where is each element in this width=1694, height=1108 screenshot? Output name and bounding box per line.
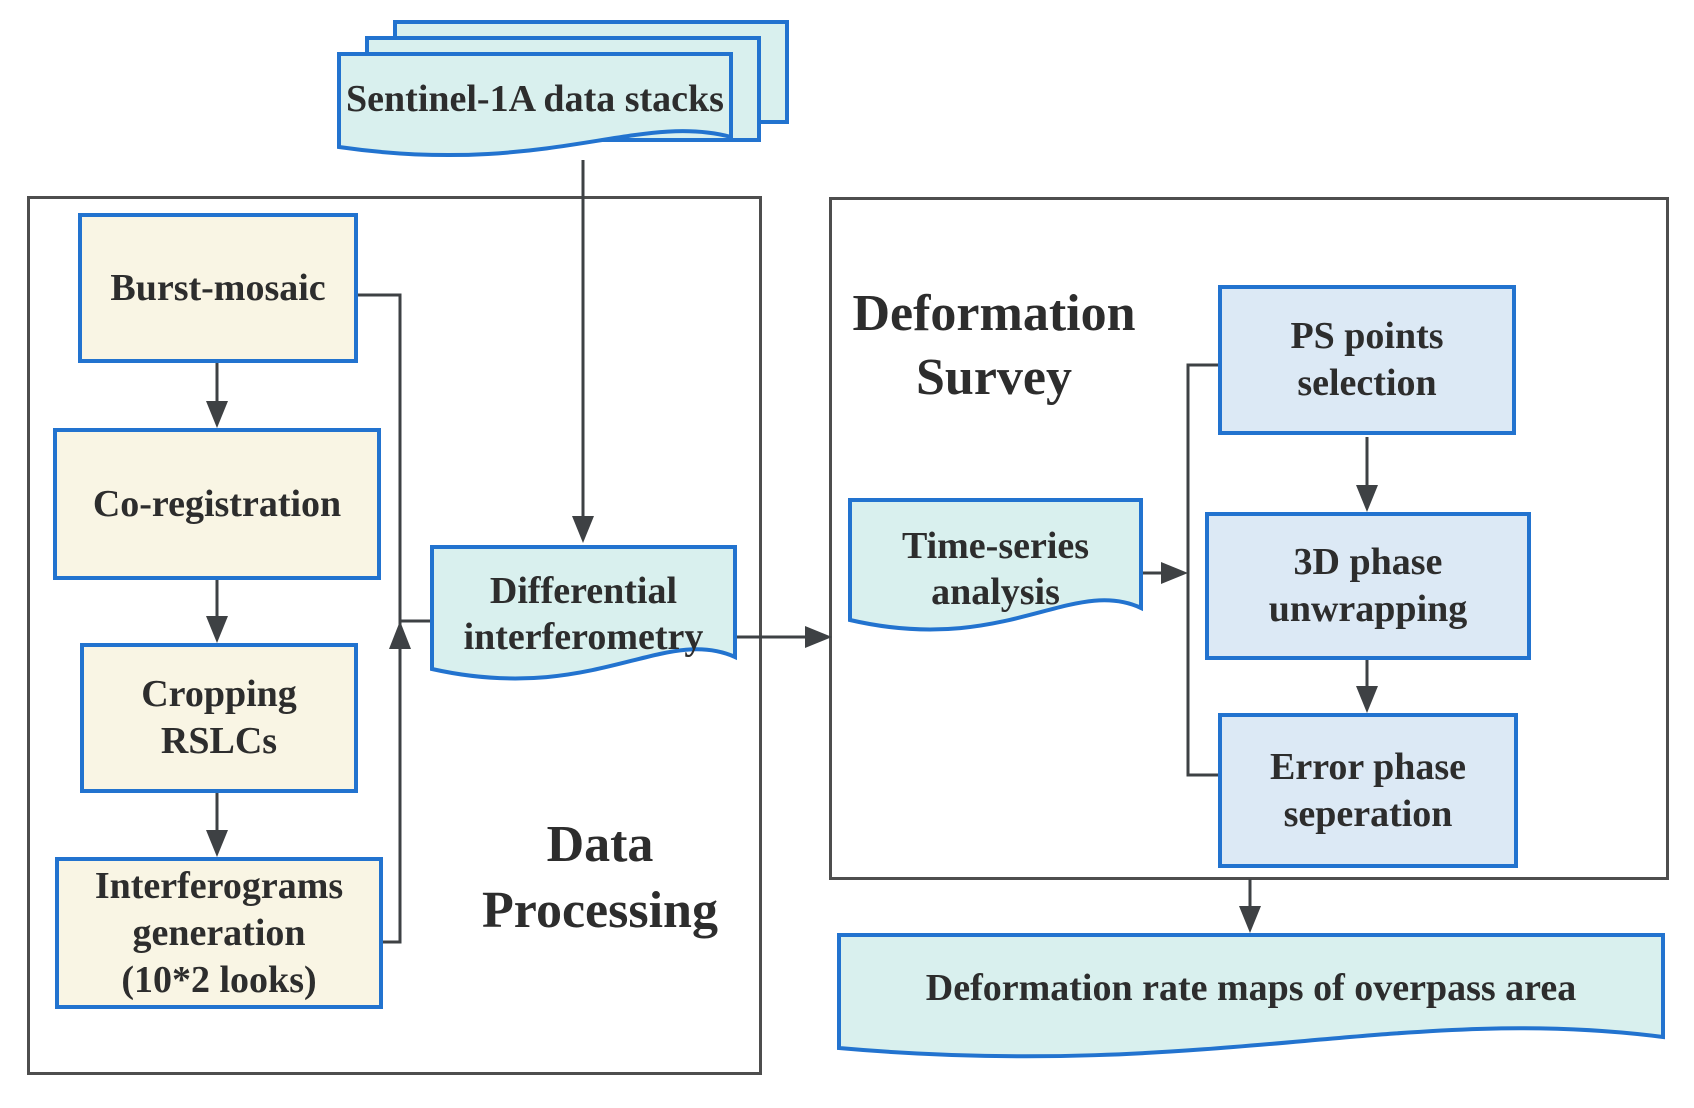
time-series-analysis-label: Time-series analysis: [901, 525, 1090, 613]
step-ps-points-selection: PS points selection: [1218, 285, 1516, 435]
step-burst-mosaic: Burst-mosaic: [78, 213, 358, 363]
differential-interferometry-document: Differential interferometry: [430, 545, 737, 700]
step-cropping-rslcs: Cropping RSLCs: [80, 643, 358, 793]
data-processing-title: Data Processing: [482, 816, 718, 939]
time-series-analysis-document: Time-series analysis: [848, 498, 1143, 650]
output-deformation-maps-document: Deformation rate maps of overpass area: [837, 933, 1665, 1075]
arrowhead-right-icon: [805, 626, 832, 648]
sentinel-data-stacks-document: Sentinel-1A data stacks: [337, 52, 733, 168]
deformation-survey-container: [829, 197, 1669, 880]
sentinel-data-stacks-label: Sentinel-1A data stacks: [346, 78, 724, 120]
step-error-phase-seperation: Error phase seperation: [1218, 713, 1518, 868]
output-deformation-maps-label: Deformation rate maps of overpass area: [925, 967, 1577, 1009]
deformation-survey-title: Deformation Survey: [852, 285, 1136, 406]
step-3d-phase-unwrapping: 3D phase unwrapping: [1205, 512, 1531, 660]
arrowhead-down-icon: [1239, 906, 1261, 933]
step-interferograms-generation: Interferograms generation (10*2 looks): [55, 857, 383, 1009]
step-co-registration: Co-registration: [53, 428, 381, 580]
differential-interferometry-label: Differential interferometry: [463, 569, 704, 658]
